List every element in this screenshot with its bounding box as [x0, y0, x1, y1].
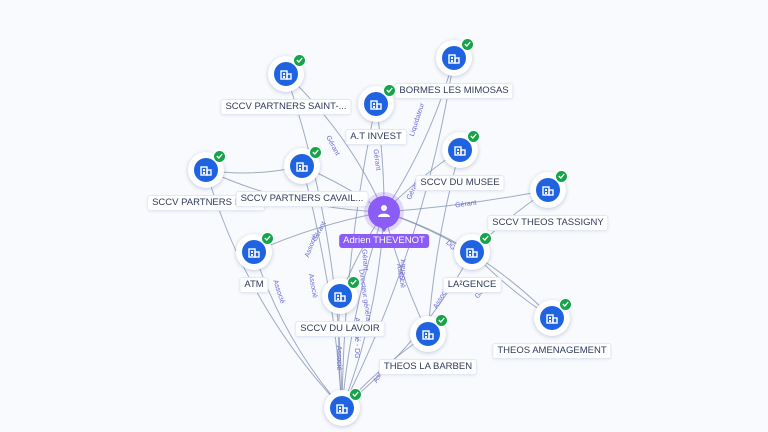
user-icon — [378, 205, 390, 217]
company-label[interactable]: THEOS AMENAGEMENT — [492, 343, 612, 359]
verified-check-icon — [293, 54, 306, 67]
company-icon-button[interactable] — [322, 276, 360, 314]
company-label[interactable]: ATM — [239, 277, 269, 293]
building-icon — [290, 154, 314, 178]
building-icon — [460, 240, 484, 264]
building-icon — [540, 306, 564, 330]
company-label[interactable]: THEOS LA BARBEN — [378, 359, 478, 375]
relation-edge — [383, 57, 455, 213]
company-label[interactable]: SCCV PARTNERS MIR... — [147, 195, 265, 211]
relation-edge — [427, 149, 461, 335]
verified-check-icon — [309, 146, 322, 159]
building-icon — [448, 138, 472, 162]
company-icon-button[interactable] — [284, 146, 322, 184]
relation-label: Associé — [335, 345, 342, 371]
verified-check-icon — [383, 84, 396, 97]
company-label[interactable]: A.T INVEST — [345, 129, 407, 145]
building-icon — [330, 396, 354, 420]
verified-check-icon — [559, 298, 572, 311]
relation-edge — [253, 251, 343, 409]
company-icon-button[interactable] — [442, 130, 480, 168]
verified-check-icon — [261, 232, 274, 245]
company-icon-button[interactable] — [268, 54, 306, 92]
person-pin[interactable] — [368, 196, 400, 228]
building-icon — [242, 240, 266, 264]
building-icon — [442, 46, 466, 70]
company-label[interactable]: SCCV PARTNERS SAINT-... — [220, 99, 352, 115]
building-icon — [536, 178, 560, 202]
company-icon-button[interactable] — [188, 150, 226, 188]
company-icon-button[interactable] — [410, 314, 448, 352]
company-label[interactable]: LA²GENCE — [442, 277, 502, 293]
company-label[interactable]: BORMES LES MIMOSAS — [394, 83, 514, 99]
company-label[interactable]: SCCV DU MUSEE — [415, 175, 505, 191]
company-icon-button[interactable] — [454, 232, 492, 270]
company-icon-button[interactable] — [236, 232, 274, 270]
verified-check-icon — [347, 276, 360, 289]
pin-tail — [379, 225, 389, 232]
company-icon-button[interactable] — [436, 38, 474, 76]
company-icon-button[interactable] — [530, 170, 568, 208]
company-icon-button[interactable] — [324, 388, 362, 426]
person-name-label[interactable]: Adrien THEVENOT — [339, 234, 429, 248]
building-icon — [416, 322, 440, 346]
company-icon-button[interactable] — [358, 84, 396, 122]
relation-label: Gérant — [360, 249, 369, 271]
building-icon — [274, 62, 298, 86]
relation-edge — [285, 73, 385, 213]
verified-check-icon — [349, 388, 362, 401]
relation-edge — [383, 189, 549, 213]
verified-check-icon — [461, 38, 474, 51]
building-icon — [194, 158, 218, 182]
building-icon — [328, 284, 352, 308]
building-icon — [364, 92, 388, 116]
verified-check-icon — [479, 232, 492, 245]
company-label[interactable]: SCCV PARTNERS CAVAIL... — [235, 191, 369, 207]
verified-check-icon — [435, 314, 448, 327]
company-label[interactable]: SCCV DU LAVOIR — [295, 321, 385, 337]
verified-check-icon — [467, 130, 480, 143]
company-icon-button[interactable] — [534, 298, 572, 336]
verified-check-icon — [213, 150, 226, 163]
relation-label: Gérant — [399, 259, 408, 281]
relation-edge — [285, 73, 343, 409]
company-label[interactable]: SCCV THEOS TASSIGNY — [487, 215, 609, 231]
verified-check-icon — [555, 170, 568, 183]
